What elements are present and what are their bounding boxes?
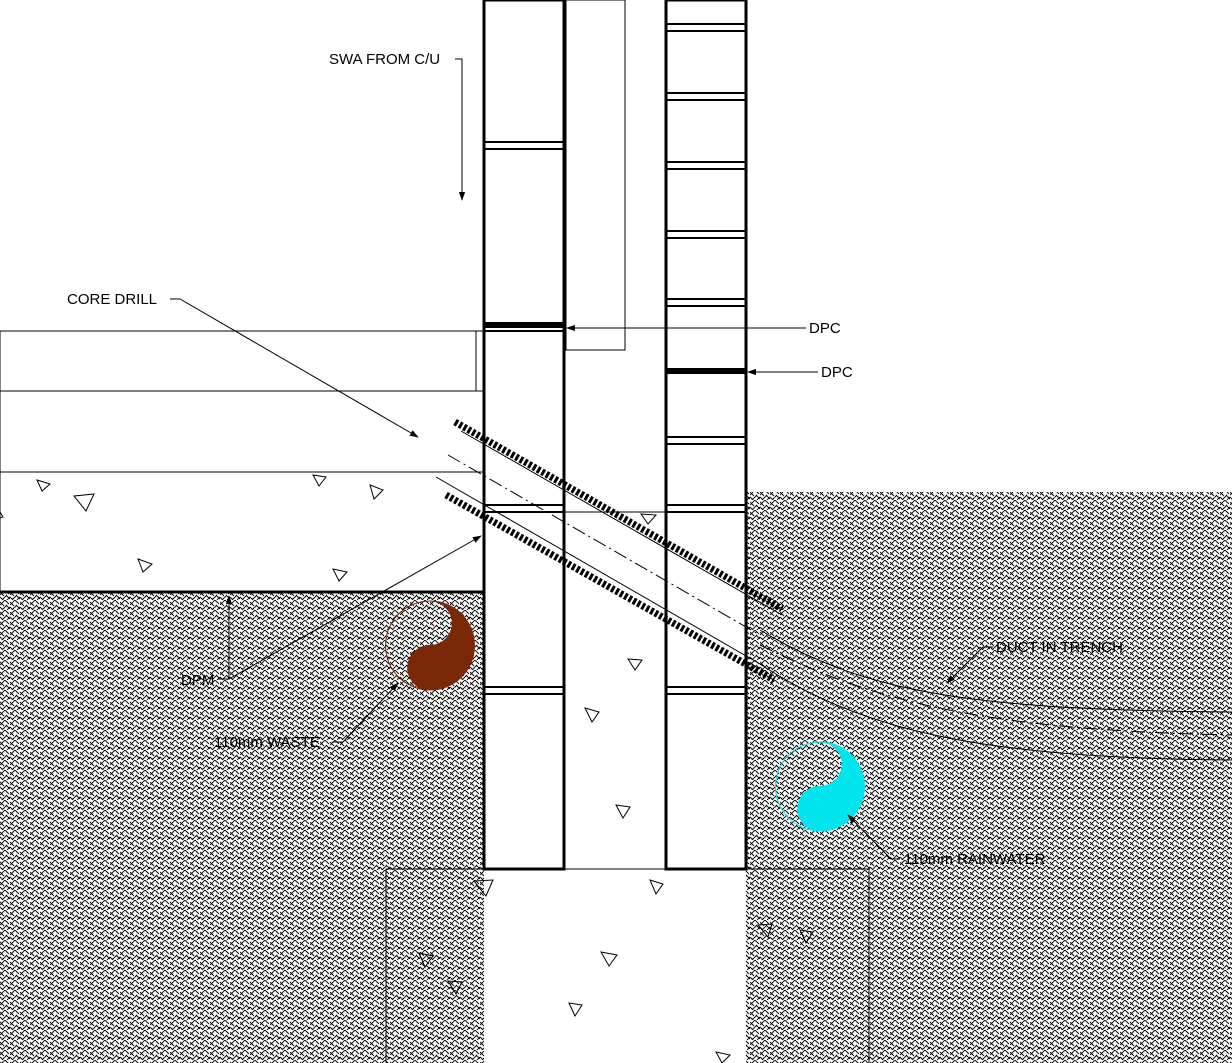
concrete-slab: [0, 471, 485, 593]
dpc-outer: [666, 368, 746, 374]
ground-hatch: [0, 492, 1232, 1063]
duct-in-trench: [759, 629, 1232, 761]
foundation-footing: [385, 868, 870, 1063]
inner-leaf-wall: [482, 0, 566, 871]
dpc-inner: [484, 322, 564, 328]
waste-label: 110mm WASTE: [214, 734, 320, 751]
dpm-label: DPM: [181, 672, 214, 689]
outer-leaf-wall: [664, 0, 748, 871]
leader-lines: [170, 58, 993, 860]
aggregate-symbols: [0, 474, 814, 1063]
waste-pipe: [385, 600, 475, 691]
cavity-fill: [564, 512, 666, 869]
rainwater-label: 110mm RAINWATER: [904, 851, 1046, 868]
swa-label: SWA FROM C/U: [329, 51, 440, 68]
rainwater-pipe: [775, 741, 865, 832]
hardcore-layer: [0, 390, 485, 473]
dpc-outer-label: DPC: [821, 364, 853, 381]
dpc-inner-label: DPC: [809, 320, 841, 337]
core-drill-duct: [435, 418, 784, 684]
cavity-insulation: [565, 0, 626, 351]
floor-screed: [0, 330, 477, 392]
core-drill-label: CORE DRILL: [67, 291, 157, 308]
duct-label: DUCT IN TRENCH: [996, 639, 1123, 656]
